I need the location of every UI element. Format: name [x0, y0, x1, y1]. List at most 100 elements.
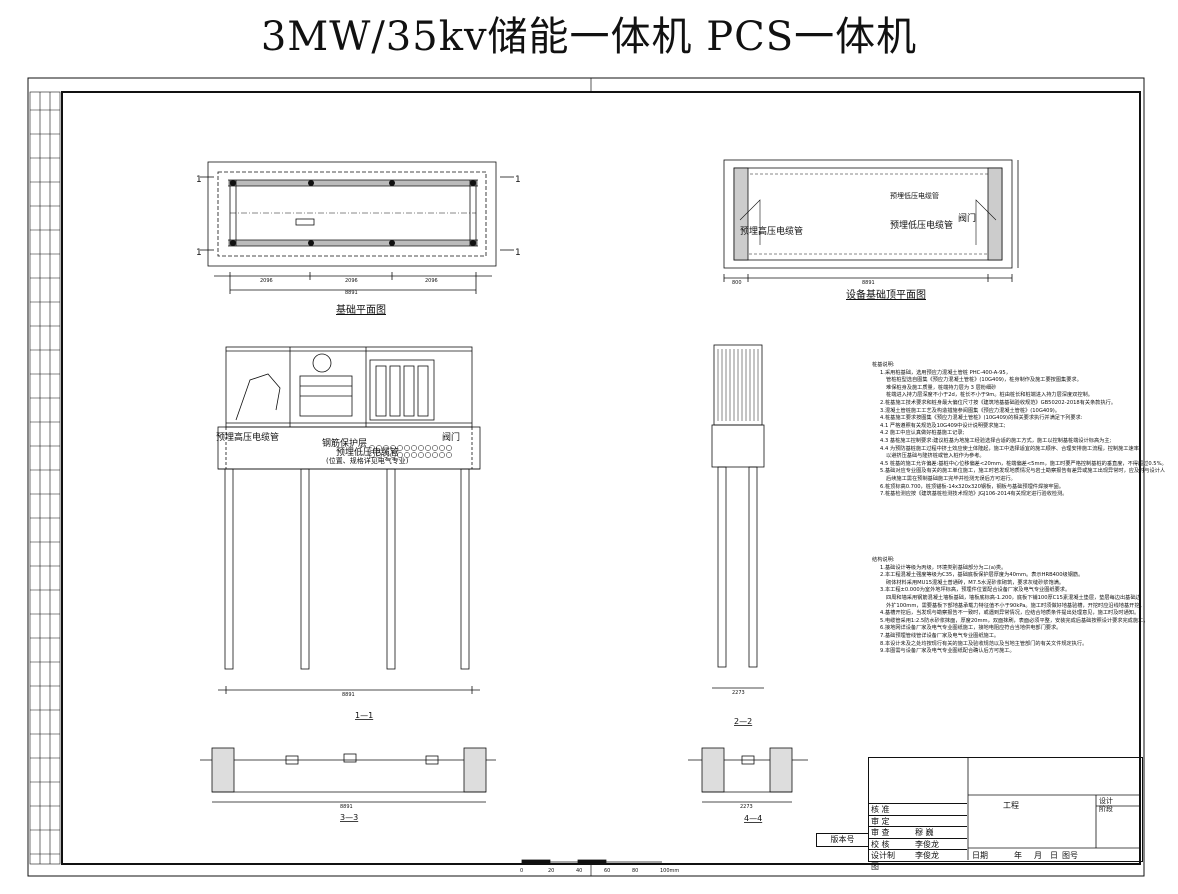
- cable-hole: [432, 452, 438, 458]
- title-block-grid: [967, 757, 1141, 860]
- foundation-plan: [200, 161, 514, 294]
- section-3-3: [200, 747, 496, 803]
- section-3-3-title: 3—3: [340, 813, 358, 822]
- scale-bar-label: 40: [576, 868, 582, 874]
- pile-note-line: 1.采用桩基础，选用预应力混凝土管桩 PHC-400-A-95，: [880, 369, 1011, 376]
- title-block-person: 李俊龙: [915, 839, 939, 849]
- valve-label-elev: 阀门: [442, 431, 460, 443]
- pile-note-line: 3.混凝土管桩施工工艺及构造措施参阅图集《预应力混凝土管桩》(10G409)。: [880, 407, 1060, 414]
- lv-cable-label-elev: 预埋低压电缆管: [336, 446, 399, 458]
- pile-note-line: 4.桩基施工要求按图集《预应力混凝土管桩》(10G409)的相关要求执行并满足下…: [880, 415, 1083, 422]
- structure-note-line: 5.电缆管采用1:2.5防水砂浆抹面，厚度20mm，双面抹刷，表面必须平整，安装…: [880, 617, 1149, 624]
- date-label: 日期: [972, 851, 988, 860]
- structure-note-line: 1.基础设计等级为丙级，环境类别基础部分为二(a)类。: [880, 564, 1007, 571]
- left-strip: [29, 91, 61, 865]
- title-block-role: 审 查: [871, 828, 890, 837]
- svg-text:1: 1: [196, 175, 202, 185]
- pile-note-line: 以避挤压基础与隆挤桩或管入桩作为参考。: [886, 453, 985, 460]
- structure-note-line: 4.基槽开挖后，当发现与勘察报告不一致时，或遇到异常情况，应结合地质条件提出处理…: [880, 610, 1140, 617]
- pile-notes-heading: 桩基说明:: [872, 362, 895, 368]
- section-2-2-title: 2—2: [734, 717, 752, 726]
- svg-text:1: 1: [196, 248, 202, 258]
- pile-note-line: 4.4 为预防基桩施工过程中挤土效应使土体隆起，施工中选择适宜的施工顺序、合理安…: [880, 445, 1141, 452]
- title-block-row: 核 准: [869, 803, 967, 815]
- structure-note-line: 外扩100mm，需要基板下部地基承载力特征值不小于90kPa。施工时须做好地基验…: [886, 602, 1145, 609]
- pile-note-line: 4.3 基桩施工控制要求:建议桩基为地施工经验选择合适的施工方式，施工以控制基桩…: [880, 437, 1112, 444]
- rebar-label: 钢筋保护层: [322, 437, 367, 449]
- hv-cable-label-top: 预埋高压电缆管: [740, 225, 803, 237]
- cable-hole: [411, 452, 417, 458]
- structure-note-line: 7.基础预埋管线管详设备厂家及电气专业图纸施工。: [880, 632, 1000, 639]
- cable-hole: [383, 445, 389, 451]
- title-block-row: 审 定: [869, 814, 967, 827]
- pile-note-line: 桩端进入持力层深度不小于2d，桩长不小于9m。桩由桩长和桩端进入持力层深度双控制…: [886, 392, 1093, 399]
- position-note: (位置、规格详见电气专业): [326, 456, 409, 465]
- cable-hole: [439, 445, 445, 451]
- cable-hole: [376, 452, 382, 458]
- cable-hole: [425, 452, 431, 458]
- pile-note-line: 管桩桩型选自图集《预应力混凝土管桩》(10G409)，桩身制作及施工要按图集要求…: [886, 377, 1082, 384]
- version-label: 版本号: [816, 833, 869, 847]
- stage-bottom: 阶段: [1099, 805, 1113, 813]
- hv-cable-label-elev: 预埋高压电缆管: [216, 431, 279, 443]
- equipment-top-plan-title: 设备基础顶平面图: [846, 288, 926, 301]
- structure-notes: 结构说明: 1.基础设计等级为丙级，环境类别基础部分为二(a)类。2.本工程混凝…: [872, 557, 1148, 656]
- pile-note-line: 4.2 施工中应认真做好桩基施工记录;: [880, 430, 965, 437]
- cable-hole: [397, 452, 403, 458]
- pile-note-line: 后续施工需在预制基础施工完毕并检测无误后方可进行。: [886, 475, 1016, 482]
- inner-frame: [61, 91, 1141, 865]
- pile-notes: 桩基说明: 1.采用桩基础，选用预应力混凝土管桩 PHC-400-A-95，管桩…: [872, 362, 1167, 499]
- cable-hole: [397, 445, 403, 451]
- structure-note-line: 四周和墙采用钢筋混凝土墙板基础，墙板底标高-1.200，底板下铺100厚C15素…: [886, 594, 1141, 601]
- cable-hole: [369, 445, 375, 451]
- outer-frame: [27, 77, 1145, 877]
- side-dim: 2273: [732, 690, 745, 696]
- top-dim-side: 800: [732, 280, 742, 286]
- pile-note-line: 4.5 桩基的施工允许偏差:基桩中心位移偏差<20mm，桩端偏差<5mm，施工时…: [880, 460, 1167, 467]
- top-dim-total: 8891: [862, 280, 875, 286]
- cable-hole: [390, 445, 396, 451]
- structure-note-line: 2.本工程混凝土强度等级为C35，基础底板保护层厚度为40mm。表示HRB400…: [880, 572, 1084, 579]
- title-block-person: 穆 巍: [915, 828, 934, 837]
- cable-hole: [376, 445, 382, 451]
- cable-hole: [418, 445, 424, 451]
- cable-hole: [404, 445, 410, 451]
- title-block-row: 校 核 李俊龙: [869, 837, 967, 850]
- elev-dim-total: 8891: [342, 692, 355, 698]
- cable-hole: [411, 445, 417, 451]
- plan-dim-total: 8891: [345, 290, 358, 296]
- date-year: 年: [1014, 851, 1022, 860]
- cable-hole: [425, 445, 431, 451]
- drawing-no: 图号: [1062, 851, 1078, 860]
- elevation-2-2: [711, 344, 765, 689]
- pile-note-line: 难保桩身及施工质量，桩端持力层为 3 层粉细砂: [886, 384, 997, 391]
- date-month: 月: [1034, 851, 1042, 860]
- cable-hole: [418, 452, 424, 458]
- plan-dim-3: 2096: [425, 278, 438, 284]
- structure-note-line: 砌体材料采用MU15混凝土普通砖，M7.5水泥砂浆砌筑，要求灰缝砂浆饱满。: [886, 579, 1065, 586]
- cable-hole: [439, 452, 445, 458]
- pile-note-line: 2.桩基施工技术要求和桩身最大偏位尺寸按《建筑地基基础验收规范》GB50202-…: [880, 399, 1117, 406]
- section-4-4: [688, 747, 808, 803]
- sec3-dim: 8891: [340, 804, 353, 810]
- title-block-role: 校 核: [871, 839, 890, 849]
- sec4-dim: 2273: [740, 804, 753, 810]
- title-block-row: 设计制图 李俊龙: [869, 849, 967, 871]
- project-label: 工程: [1003, 801, 1019, 810]
- scale-bar-label: 60: [604, 868, 610, 874]
- title-block-role: 设计制图: [871, 851, 895, 871]
- title-block-role: 审 定: [871, 816, 890, 826]
- scale-bar-label: 80: [632, 868, 638, 874]
- pile-note-line: 5.基础对应专业图及有关的施工单位施工，施工时若发现地质情况与岩土勘察报告有差异…: [880, 468, 1166, 475]
- svg-text:1: 1: [515, 248, 521, 258]
- structure-note-line: 3.本工程±0.000为室外地坪标高，预埋件位置配合设备厂家及电气专业图纸要求。: [880, 587, 1071, 594]
- cable-hole: [369, 452, 375, 458]
- scale-bar-label: 100mm: [660, 868, 679, 874]
- title-block-person: 李俊龙: [915, 851, 939, 860]
- scale-bar: [521, 859, 662, 864]
- foundation-plan-piles: [230, 180, 476, 246]
- pile-note-line: 4.1 严格遵照有关规范及10G409中设计说明要求施工;: [880, 422, 1006, 429]
- valve-label-top: 阀门: [958, 212, 976, 224]
- cable-hole: [446, 445, 452, 451]
